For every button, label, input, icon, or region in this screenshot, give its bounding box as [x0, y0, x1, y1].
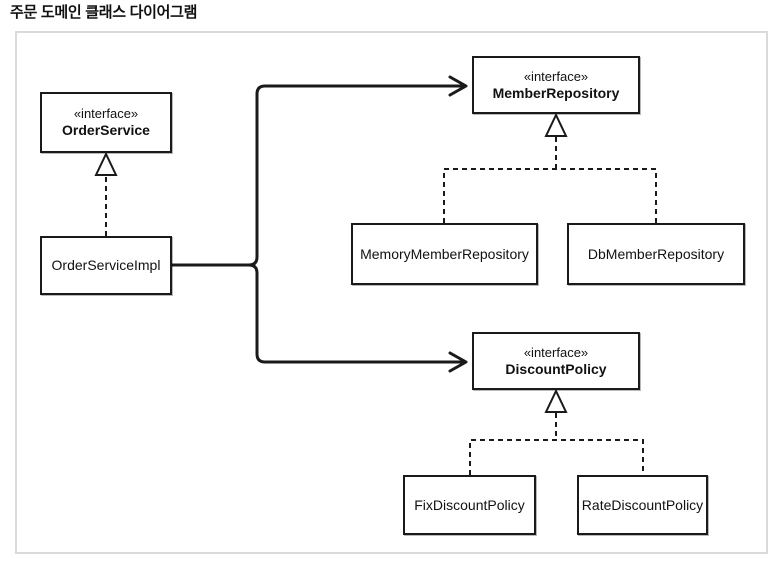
class-name: DiscountPolicy — [505, 360, 607, 377]
class-name: DbMemberRepository — [587, 245, 725, 262]
class-name: MemberRepository — [492, 84, 620, 101]
class-box-fix-discount-policy: FixDiscountPolicy — [403, 475, 536, 535]
class-box-order-service: «interface» OrderService — [40, 92, 172, 153]
stereotype-label: «interface» — [523, 344, 589, 360]
stereotype-label: «interface» — [73, 106, 139, 121]
class-name: MemoryMemberRepository — [360, 245, 529, 262]
class-box-discount-policy: «interface» DiscountPolicy — [472, 332, 640, 390]
class-name: RateDiscountPolicy — [581, 496, 704, 513]
class-name: OrderServiceImpl — [51, 257, 161, 273]
class-box-order-service-impl: OrderServiceImpl — [40, 236, 172, 295]
stereotype-label: «interface» — [523, 68, 589, 84]
class-box-memory-member-repository: MemoryMemberRepository — [351, 223, 538, 285]
class-box-db-member-repository: DbMemberRepository — [567, 223, 745, 285]
class-box-member-repository: «interface» MemberRepository — [472, 56, 640, 114]
class-name: OrderService — [62, 122, 150, 138]
page-title: 주문 도메인 클래스 다이어그램 — [10, 4, 198, 21]
class-name: FixDiscountPolicy — [414, 496, 525, 513]
class-box-rate-discount-policy: RateDiscountPolicy — [577, 475, 708, 535]
